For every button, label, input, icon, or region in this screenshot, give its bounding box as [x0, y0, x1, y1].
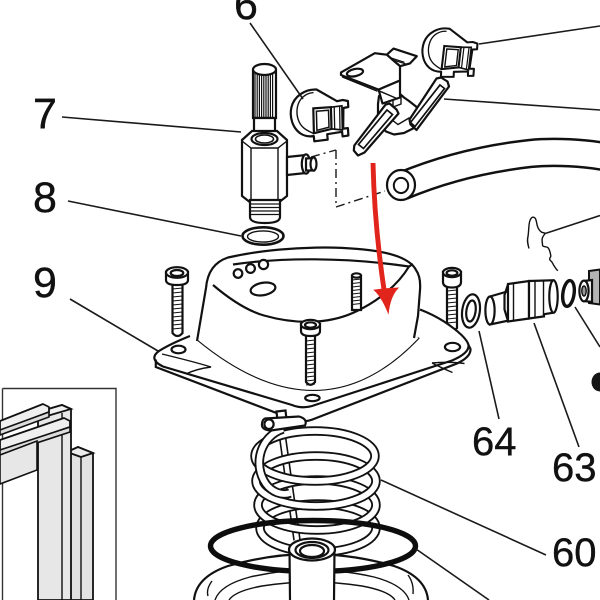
svg-text:9: 9 [33, 259, 57, 307]
svg-text:64: 64 [472, 420, 517, 464]
svg-text:60: 60 [552, 531, 597, 575]
svg-text:7: 7 [33, 90, 57, 138]
svg-text:6: 6 [234, 0, 258, 29]
svg-text:8: 8 [33, 174, 57, 222]
svg-text:63: 63 [552, 446, 597, 490]
